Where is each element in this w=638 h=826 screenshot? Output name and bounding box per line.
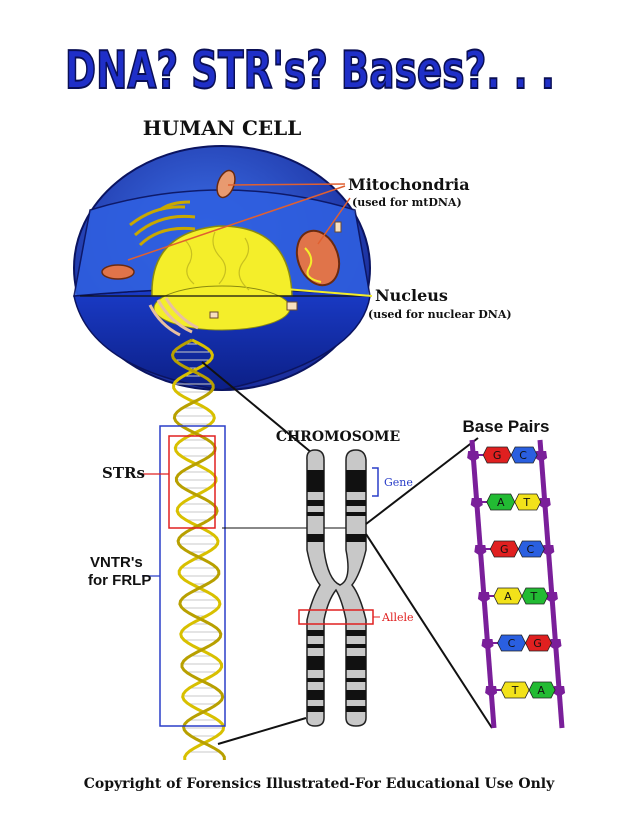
base-right — [510, 446, 538, 464]
base-letter-left: G — [500, 543, 509, 556]
nucleus-shape — [151, 225, 293, 297]
copyright-footer: Copyright of Forensics Illustrated-For E… — [84, 776, 555, 792]
nucleus-label: Nucleus — [375, 286, 448, 305]
ladder-backbone — [537, 439, 565, 729]
helix-strand — [170, 338, 226, 761]
base-letter-right: G — [533, 637, 542, 650]
vntr-label-line2: for FRLP — [88, 572, 151, 589]
base-letter-right: C — [519, 449, 527, 462]
cell-heading: HUMAN CELL — [143, 116, 302, 140]
base-right — [517, 540, 545, 558]
base-right — [521, 587, 549, 605]
mitochondrion-top — [216, 169, 236, 199]
mitochondrion-right — [295, 229, 341, 287]
helix-strand — [172, 338, 226, 761]
base-letter-right: C — [526, 543, 534, 556]
gene-bracket — [372, 467, 379, 497]
gene-label: Gene — [384, 476, 413, 489]
mitochondrion-left — [101, 264, 135, 280]
base-letter-left: T — [511, 684, 519, 697]
base-letter-right: T — [522, 496, 530, 509]
vntr-label-line1: VNTR's — [90, 554, 143, 571]
vesicle — [334, 221, 342, 233]
base-right — [514, 493, 542, 511]
base-pairs-heading: Base Pairs — [463, 417, 550, 436]
page-title: DNA? STR's? Bases?. . . — [65, 41, 555, 101]
base-letter-right: T — [530, 590, 538, 603]
endoplasmic-reticulum — [148, 297, 199, 337]
base-letter-left: G — [493, 449, 502, 462]
allele-label: Allele — [381, 611, 414, 624]
mitochondria-label: Mitochondria — [348, 175, 470, 194]
golgi-apparatus — [129, 200, 196, 247]
strs-label: STRs — [102, 464, 145, 482]
str-box — [168, 435, 216, 529]
human-cell — [73, 145, 371, 391]
base-right — [528, 681, 556, 699]
dna-double-helix — [170, 338, 226, 761]
vesicle — [286, 301, 298, 311]
nucleus-note: (used for nuclear DNA) — [368, 308, 512, 321]
base-letter-right: A — [537, 684, 545, 697]
base-letter-left: A — [504, 590, 512, 603]
ladder-backbone — [469, 439, 497, 729]
base-letter-left: A — [497, 496, 505, 509]
chromosome-heading: CHROMOSOME — [276, 429, 400, 445]
chromosome — [306, 449, 367, 727]
base-right — [525, 634, 552, 652]
vesicle — [209, 311, 219, 319]
base-letter-left: C — [508, 637, 516, 650]
mitochondria-note: (used for mtDNA) — [352, 196, 462, 209]
